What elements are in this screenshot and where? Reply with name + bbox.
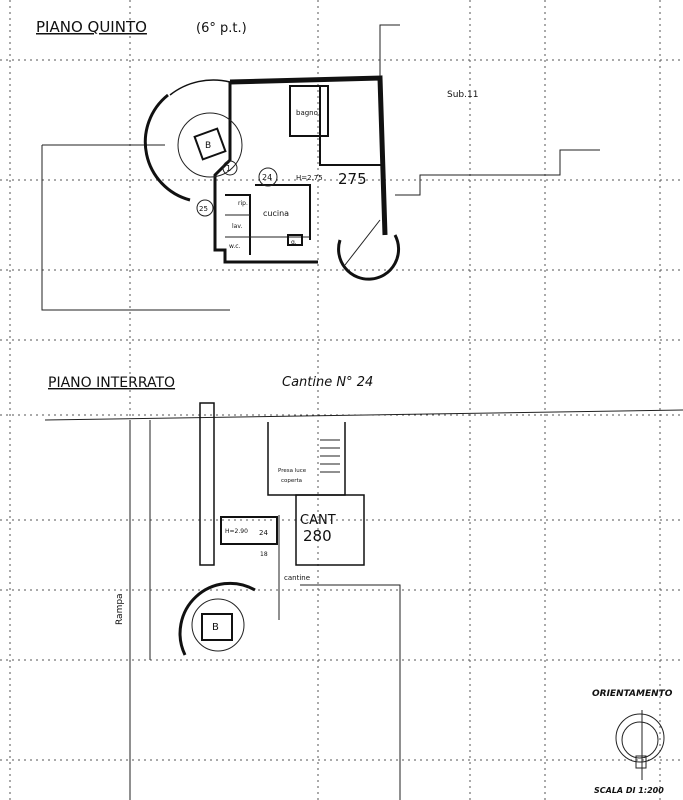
room-kitchen: cucina xyxy=(263,209,289,218)
cellar-number: 280 xyxy=(303,527,332,545)
cellar-label: CANT xyxy=(300,513,336,528)
upper-floor-plan xyxy=(41,24,600,311)
corridor-label: cantine xyxy=(284,574,310,582)
upper-floor-labels: PIANO QUINTO (6° p.t.) bagno cucina rip.… xyxy=(36,18,478,250)
neighbour-label: Sub.11 xyxy=(447,90,478,100)
upper-floor-title: PIANO QUINTO xyxy=(36,18,147,36)
cellar-dim: 18 xyxy=(260,551,268,558)
orientation-label: ORIENTAMENTO xyxy=(592,689,673,699)
stair-label: B xyxy=(205,141,211,151)
room-laundry: lav. xyxy=(232,223,242,230)
skylight-label-2: coperta xyxy=(281,478,302,484)
area-number: 275 xyxy=(338,170,367,188)
cellar-unit: 24 xyxy=(259,529,268,537)
scale-label: SCALA DI 1:200 xyxy=(594,786,664,795)
basement-stair xyxy=(320,439,340,473)
small-box-label: q. xyxy=(291,239,297,246)
basement-plan xyxy=(44,402,683,800)
basement-subtitle: Cantine N° 24 xyxy=(282,375,373,390)
orientation-legend: ORIENTAMENTO SCALA DI 1:200 xyxy=(592,689,673,795)
unit-number: 24 xyxy=(262,173,272,182)
marker-1: 1 xyxy=(226,164,231,173)
upper-floor-subtitle: (6° p.t.) xyxy=(196,21,247,36)
basement-labels: PIANO INTERRATO Cantine N° 24 Presa luce… xyxy=(48,375,373,633)
compass-icon xyxy=(615,710,665,780)
basement-stair-label: B xyxy=(212,622,219,633)
room-wc: w.c. xyxy=(229,243,241,250)
cellar-height: H=2.90 xyxy=(225,528,248,535)
ramp-label: Rampa xyxy=(115,593,125,625)
room-storage: rip. xyxy=(238,200,248,207)
basement-title: PIANO INTERRATO xyxy=(48,375,175,391)
marker-2: 25 xyxy=(199,205,208,213)
room-bathroom: bagno xyxy=(296,109,318,117)
height-label: H=2.75 xyxy=(296,174,323,182)
skylight-label-1: Presa luce xyxy=(278,468,307,474)
